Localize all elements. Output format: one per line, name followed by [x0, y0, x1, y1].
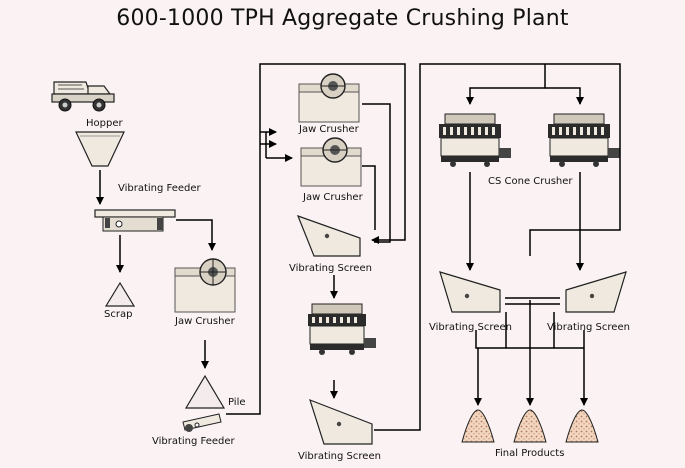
cone-crusher-label: CS Cone Crusher	[488, 176, 573, 187]
jaw-crusher-label: Jaw Crusher	[303, 192, 363, 203]
vibrating-feeder-label: Vibrating Feeder	[152, 436, 235, 447]
jaw-crusher-label: Jaw Crusher	[299, 124, 359, 135]
scrap-pile-icon	[104, 281, 136, 307]
final-product-pile-icon	[461, 409, 495, 443]
jaw-crusher-label: Jaw Crusher	[175, 316, 235, 327]
jaw-crusher-icon	[174, 258, 236, 313]
vibrating-screen-icon	[296, 214, 361, 257]
vibrating-screen-label: Vibrating Screen	[429, 322, 512, 333]
dump-truck-icon	[51, 81, 115, 112]
hopper-label: Hopper	[86, 118, 123, 129]
vibrating-screen-icon	[565, 271, 627, 313]
final-product-pile-icon	[565, 409, 599, 443]
cone-crusher-icon	[439, 113, 511, 167]
cone-crusher-icon	[308, 303, 376, 355]
vibrating-screen-icon	[439, 271, 501, 313]
pile-label: Pile	[228, 397, 246, 408]
vibrating-screen-label: Vibrating Screen	[547, 322, 630, 333]
flow-lines	[96, 63, 621, 431]
vibrating-feeder-icon	[94, 209, 176, 232]
vibrating-screen-label: Vibrating Screen	[289, 263, 372, 274]
hopper-icon	[75, 131, 125, 167]
scrap-label: Scrap	[104, 309, 133, 320]
final-products-label: Final Products	[495, 448, 565, 459]
jaw-crusher-icon	[300, 137, 362, 187]
diagram-title: 600-1000 TPH Aggregate Crushing Plant	[116, 6, 569, 31]
jaw-crusher-icon	[298, 73, 360, 123]
final-product-pile-icon	[513, 409, 547, 443]
cone-crusher-icon	[548, 113, 620, 167]
vibrating-screen-label: Vibrating Screen	[298, 451, 381, 462]
vibrating-feeder-label: Vibrating Feeder	[118, 183, 201, 194]
vibrating-screen-icon	[309, 398, 373, 445]
vibrating-feeder-icon	[182, 413, 222, 432]
pile-icon	[184, 374, 226, 409]
